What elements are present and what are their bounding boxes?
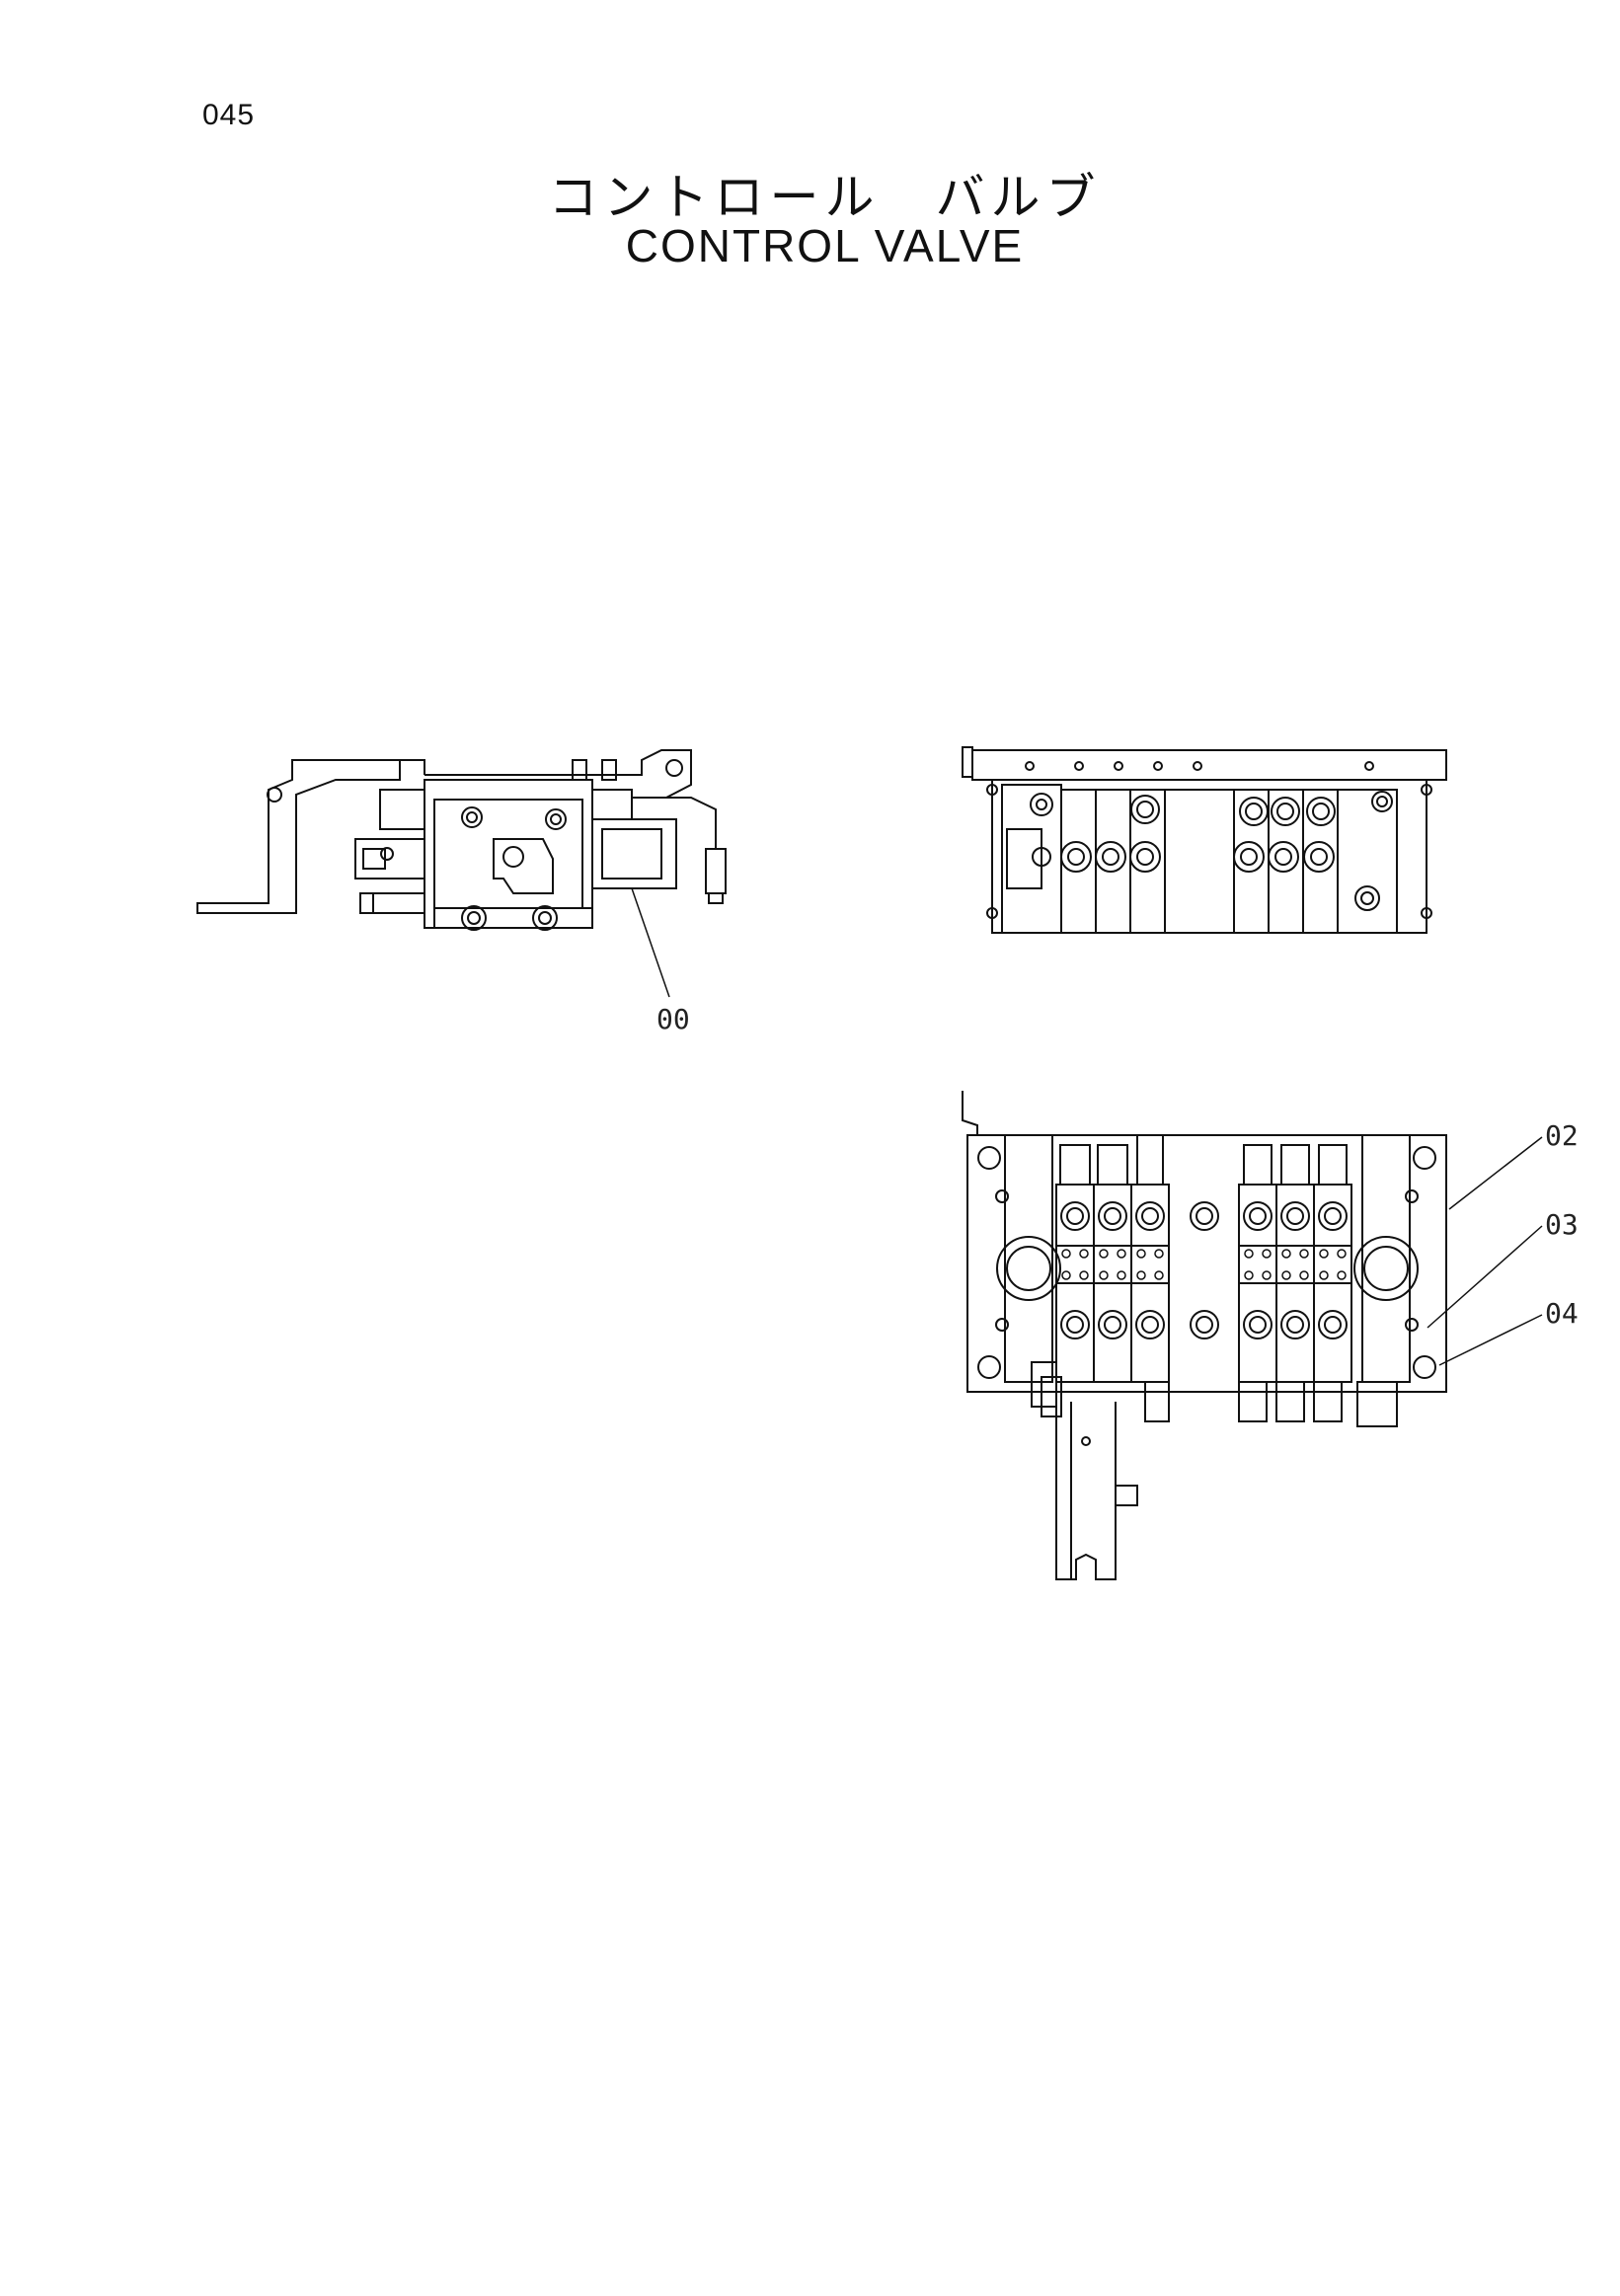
title-english: CONTROL VALVE — [625, 220, 1025, 271]
leader-02 — [1448, 1136, 1543, 1210]
callout-leaders — [631, 887, 1543, 1366]
side-view — [196, 749, 727, 931]
callout-00: 00 — [656, 1003, 690, 1035]
callout-04: 04 — [1545, 1297, 1579, 1330]
bolt-rows — [1061, 1249, 1347, 1280]
page-number: 045 — [202, 99, 256, 131]
leader-00 — [631, 887, 670, 998]
leader-04 — [1438, 1314, 1543, 1366]
port-row-upper — [1060, 1201, 1348, 1231]
port-row-lower — [1060, 1310, 1348, 1339]
leader-03 — [1427, 1225, 1543, 1329]
front-view — [962, 746, 1447, 934]
top-view — [962, 1091, 1447, 1580]
callout-02: 02 — [1545, 1119, 1579, 1152]
title-japanese: コントロール バルブ — [548, 170, 1102, 225]
callout-labels: 00 02 03 04 — [656, 1003, 1579, 1330]
callout-03: 03 — [1545, 1208, 1579, 1241]
